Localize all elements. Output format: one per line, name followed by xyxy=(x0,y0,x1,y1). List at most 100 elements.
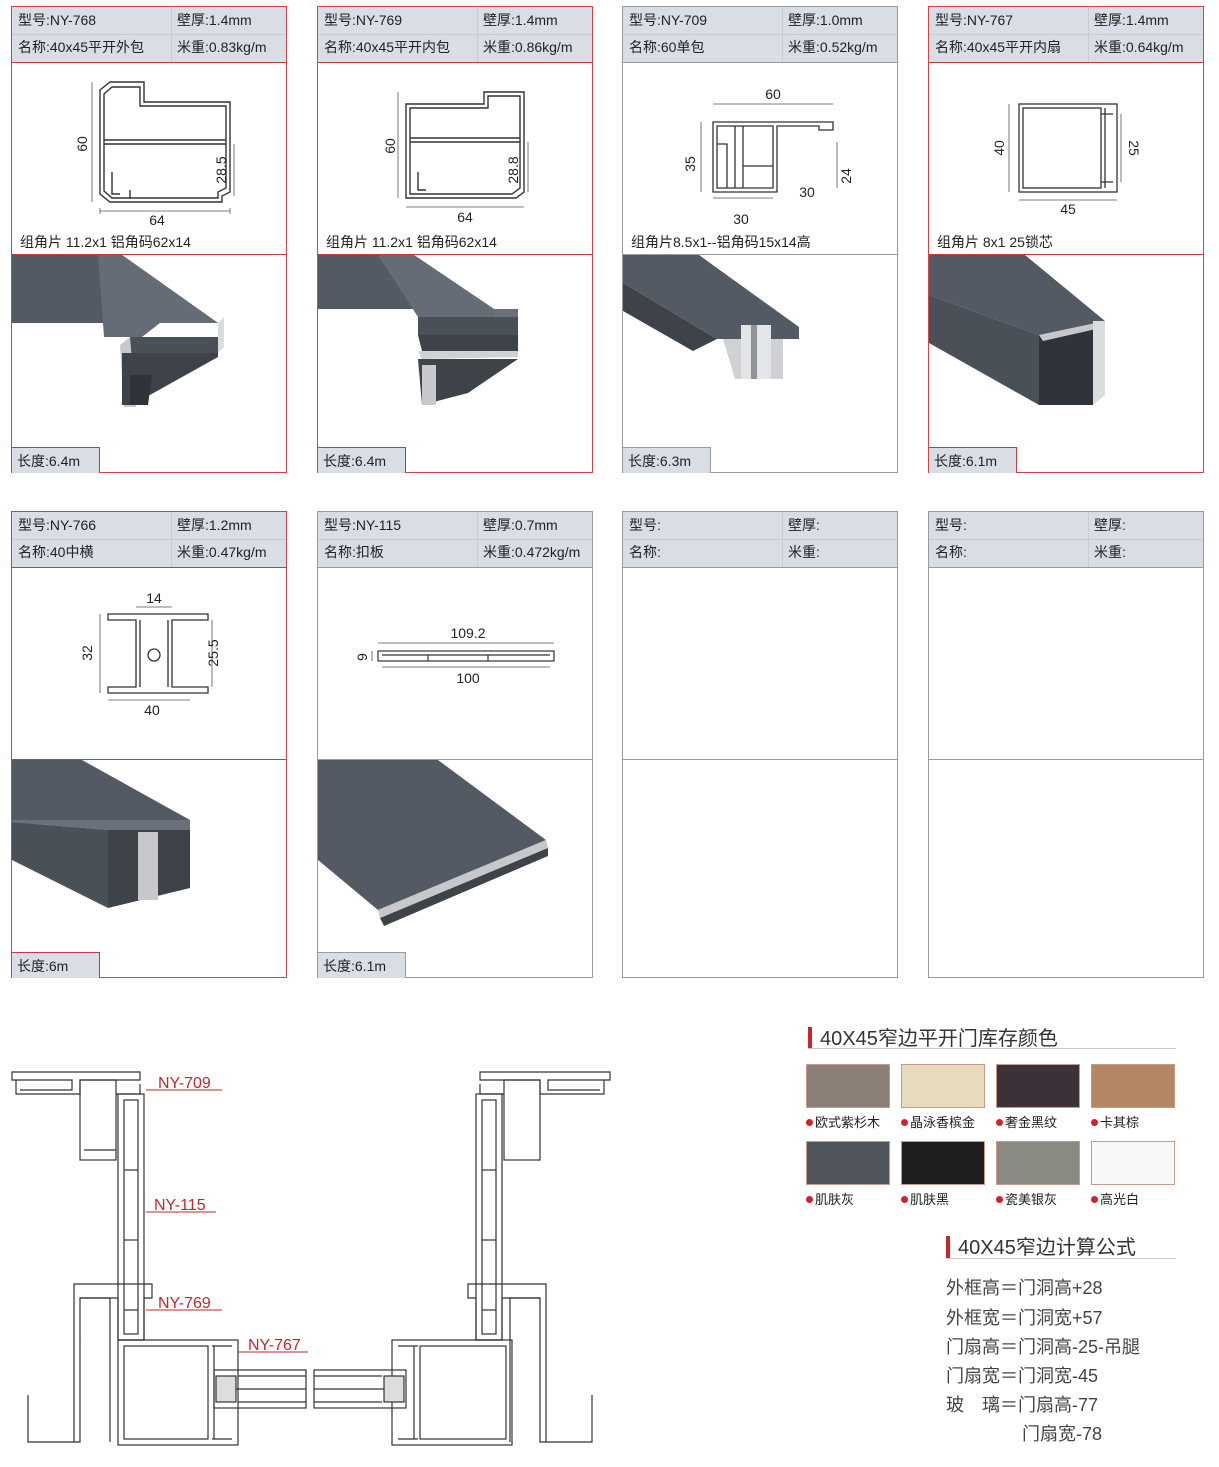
dim-height: 60 xyxy=(74,136,90,152)
dim-inner: 25 xyxy=(1126,140,1142,156)
dim-outer-width: 109.2 xyxy=(450,625,485,641)
color-swatch xyxy=(901,1141,985,1185)
assembly-drawing: NY-709 NY-115 NY-769 NY-767 xyxy=(0,1050,640,1460)
profile-photo: 长度:6.4m xyxy=(318,254,592,473)
formula-line: 玻 璃＝门扇高-77 xyxy=(946,1395,1099,1415)
thickness-label: 壁厚:1.2mm xyxy=(177,517,252,533)
profile-photo-placeholder xyxy=(929,759,1203,978)
weight-label: 米重:0.64kg/m xyxy=(1094,39,1184,55)
dim-width: 40 xyxy=(144,702,160,718)
thickness-label: 壁厚:0.7mm xyxy=(483,517,558,533)
color-swatch-item: 奢金黑纹 xyxy=(996,1064,1082,1131)
bullet-dot-icon xyxy=(806,1196,813,1203)
color-swatch-label: 高光白 xyxy=(1091,1189,1177,1208)
color-name: 高光白 xyxy=(1100,1192,1140,1207)
model-label: 型号:NY-709 xyxy=(629,12,708,28)
profile-card-ny-115: 型号:NY-115 壁厚:0.7mm 名称:扣板 米重:0.472kg/m 10… xyxy=(317,511,593,978)
thickness-label: 壁厚: xyxy=(788,517,820,533)
color-name: 晶泳香槟金 xyxy=(910,1115,976,1130)
length-label: 长度:6.1m xyxy=(929,447,1017,473)
profile-photo: 长度:6.1m xyxy=(929,254,1203,473)
name-label: 名称:40x45平开内扇 xyxy=(935,39,1062,55)
weight-label: 米重:0.47kg/m xyxy=(177,544,267,560)
profile-photo: 长度:6.4m xyxy=(12,254,286,473)
dim-inner: 28.8 xyxy=(505,156,521,183)
section-drawing: 40 25 45 xyxy=(929,62,1203,254)
color-swatch-label: 肌肤黑 xyxy=(901,1189,987,1208)
dim-width: 64 xyxy=(149,212,165,228)
profile-photo-placeholder xyxy=(623,759,897,978)
model-label: 型号:NY-767 xyxy=(935,12,1014,28)
model-label: 型号:NY-768 xyxy=(18,12,97,28)
color-swatch xyxy=(1091,1064,1175,1108)
formula-line: 门扇宽-78 xyxy=(1022,1424,1103,1444)
dim-right: 24 xyxy=(838,168,854,184)
card-note: 组角片 11.2x1 铝角码62x14 xyxy=(326,234,497,250)
formulas-title: 40X45窄边计算公式 xyxy=(946,1231,1136,1260)
card-note: 组角片 8x1 25锁芯 xyxy=(937,234,1053,250)
bullet-dot-icon xyxy=(806,1119,813,1126)
color-swatch-item: 肌肤黑 xyxy=(901,1141,987,1208)
color-swatch-item: 卡其棕 xyxy=(1091,1064,1177,1131)
card-header: 型号:NY-115 壁厚:0.7mm 名称:扣板 米重:0.472kg/m xyxy=(318,512,592,568)
profile-card-ny-766: 型号:NY-766 壁厚:1.2mm 名称:40中横 米重:0.47kg/m 1… xyxy=(11,511,287,978)
profile-card-ny-709: 型号:NY-709 壁厚:1.0mm 名称:60单包 米重:0.52kg/m xyxy=(622,6,898,473)
dim-width: 60 xyxy=(765,86,781,102)
formula-line: 门扇高＝门洞高-25-吊腿 xyxy=(946,1337,1141,1357)
card-header: 型号: 壁厚: 名称: 米重: xyxy=(929,512,1203,568)
color-swatch xyxy=(996,1064,1080,1108)
color-name: 卡其棕 xyxy=(1100,1115,1140,1130)
profile-card-empty-2: 型号: 壁厚: 名称: 米重: xyxy=(928,511,1204,978)
color-name: 奢金黑纹 xyxy=(1005,1115,1058,1130)
name-label: 名称:40中横 xyxy=(18,544,94,560)
thickness-label: 壁厚:1.0mm xyxy=(788,12,863,28)
color-name: 瓷美银灰 xyxy=(1005,1192,1058,1207)
color-name: 肌肤黑 xyxy=(910,1192,950,1207)
dim-height: 60 xyxy=(382,138,398,154)
name-label: 名称:40x45平开外包 xyxy=(18,39,145,55)
profile-card-ny-768: 型号:NY-768 壁厚:1.4mm 名称:40x45平开外包 米重:0.83k… xyxy=(11,6,287,473)
color-swatch-label: 卡其棕 xyxy=(1091,1112,1177,1131)
callout-ny-769: NY-769 xyxy=(158,1295,211,1312)
weight-label: 米重: xyxy=(1094,544,1126,560)
profile-photo: 长度:6.1m xyxy=(318,759,592,978)
section-drawing: 109.2 9 100 xyxy=(318,567,592,759)
thickness-label: 壁厚:1.4mm xyxy=(177,12,252,28)
color-name: 欧式紫杉木 xyxy=(815,1115,881,1130)
section-drawing: 60 35 24 30 30 xyxy=(623,62,897,254)
colors-title: 40X45窄边平开门库存颜色 xyxy=(808,1022,1058,1051)
formulas-title-text: 40X45窄边计算公式 xyxy=(958,1237,1136,1259)
profile-card-ny-767: 型号:NY-767 壁厚:1.4mm 名称:40x45平开内扇 米重:0.64k… xyxy=(928,6,1204,473)
section-drawing: 64 60 28.5 xyxy=(12,62,286,254)
bullet-dot-icon xyxy=(996,1196,1003,1203)
card-note: 组角片 11.2x1 铝角码62x14 xyxy=(20,234,191,250)
profile-card-ny-769: 型号:NY-769 壁厚:1.4mm 名称:40x45平开内包 米重:0.86k… xyxy=(317,6,593,473)
card-header: 型号: 壁厚: 名称: 米重: xyxy=(623,512,897,568)
formula-line: 外框高＝门洞高+28 xyxy=(946,1278,1103,1298)
color-swatch xyxy=(1091,1141,1175,1185)
color-swatch-item: 肌肤灰 xyxy=(806,1141,892,1208)
length-label: 长度:6m xyxy=(12,952,100,978)
callout-ny-709: NY-709 xyxy=(158,1075,211,1092)
name-label: 名称:扣板 xyxy=(324,544,384,560)
length-label: 长度:6.4m xyxy=(12,447,100,473)
card-header: 型号:NY-769 壁厚:1.4mm 名称:40x45平开内包 米重:0.86k… xyxy=(318,7,592,63)
card-header: 型号:NY-768 壁厚:1.4mm 名称:40x45平开外包 米重:0.83k… xyxy=(12,7,286,63)
profile-card-empty-1: 型号: 壁厚: 名称: 米重: xyxy=(622,511,898,978)
model-label: 型号: xyxy=(629,517,661,533)
dim-width: 64 xyxy=(457,209,473,225)
profile-photo: 长度:6.3m xyxy=(623,254,897,473)
dim-inner: 28.5 xyxy=(213,156,229,183)
dim-inner-width: 30 xyxy=(799,184,815,200)
card-header: 型号:NY-709 壁厚:1.0mm 名称:60单包 米重:0.52kg/m xyxy=(623,7,897,63)
model-label: 型号:NY-769 xyxy=(324,12,403,28)
weight-label: 米重: xyxy=(788,544,820,560)
weight-label: 米重:0.86kg/m xyxy=(483,39,573,55)
color-swatch xyxy=(901,1064,985,1108)
name-label: 名称: xyxy=(935,544,967,560)
length-label: 长度:6.1m xyxy=(318,952,406,978)
formula-line: 外框宽＝门洞宽+57 xyxy=(946,1308,1103,1328)
bullet-dot-icon xyxy=(901,1196,908,1203)
model-label: 型号:NY-766 xyxy=(18,517,97,533)
dim-width: 45 xyxy=(1060,201,1076,217)
